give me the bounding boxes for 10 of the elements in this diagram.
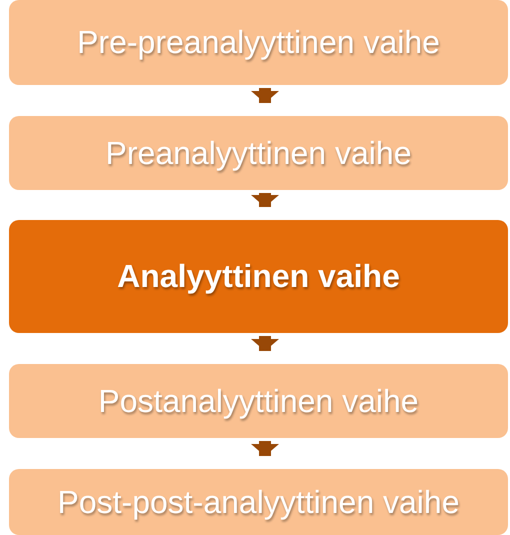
step-label: Post-post-analyyttinen vaihe <box>58 484 460 520</box>
step-label: Analyyttinen vaihe <box>117 258 400 295</box>
process-box <box>9 116 508 190</box>
step-label: Postanalyyttinen vaihe <box>98 382 419 420</box>
process-box <box>9 364 508 438</box>
process-box <box>9 0 508 85</box>
process-box <box>9 220 508 333</box>
step-label: Pre-preanalyyttinen vaihe <box>77 24 440 61</box>
step-label: Preanalyyttinen vaihe <box>106 134 412 172</box>
process-box <box>9 469 508 535</box>
